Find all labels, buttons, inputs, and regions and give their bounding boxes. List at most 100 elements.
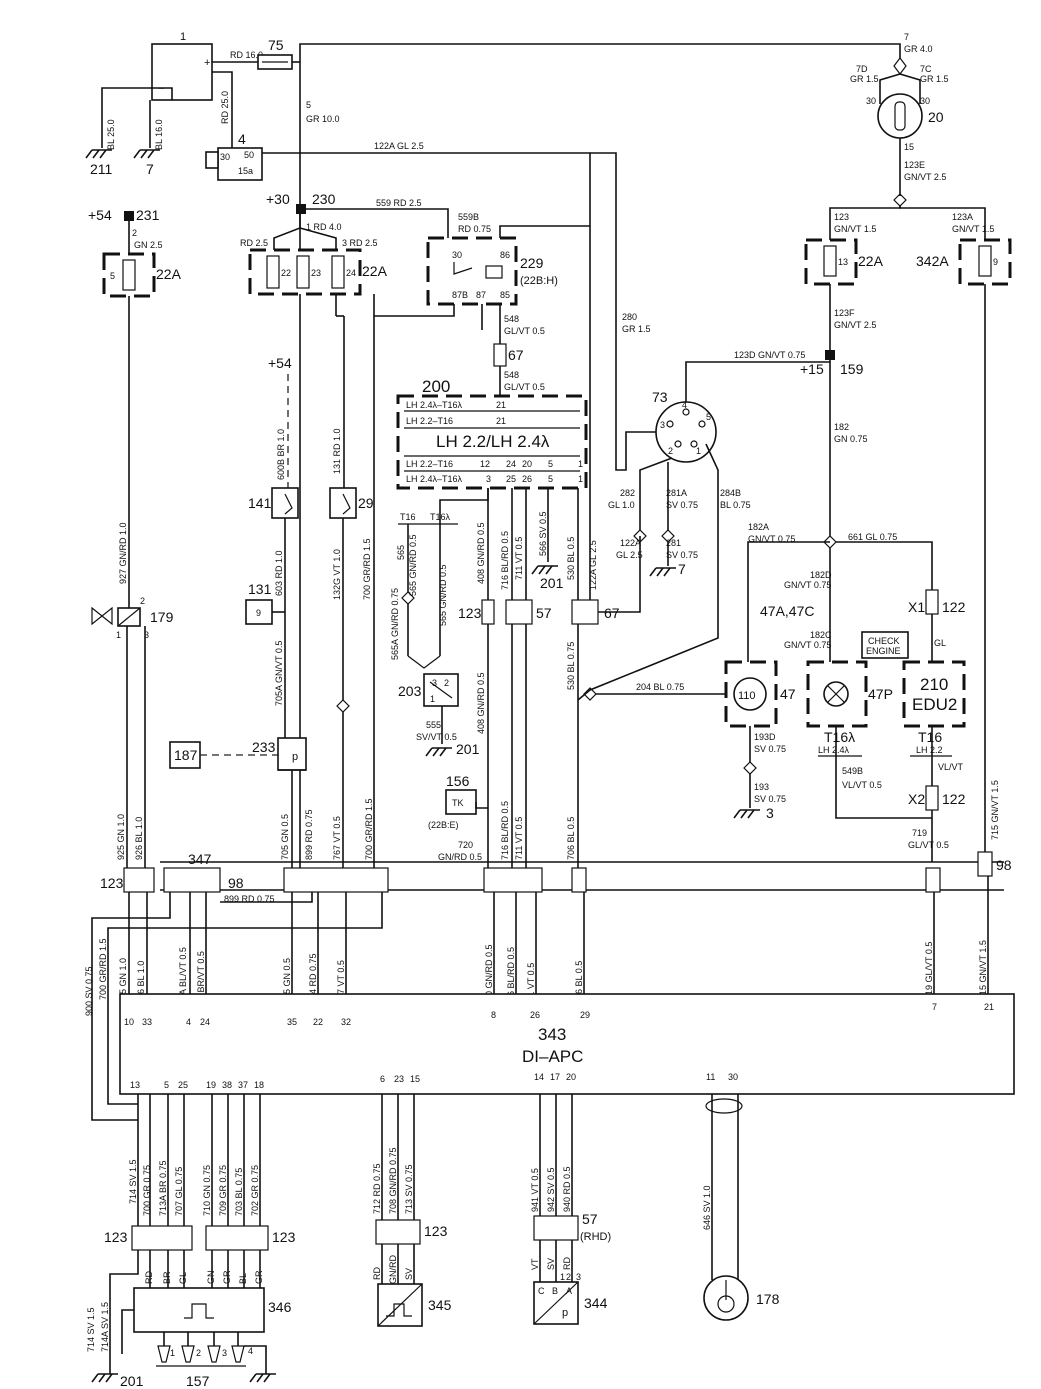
svg-text:210: 210	[920, 675, 948, 694]
fusebox-22a: 22 23 24 22A	[248, 248, 388, 296]
svg-text:899 RD 0.75: 899 RD 0.75	[304, 809, 314, 860]
svg-text:941 VT 0.5: 941 VT 0.5	[530, 1168, 540, 1212]
ground-201-d: 201	[91, 1354, 144, 1389]
svg-text:GN 2.5: GN 2.5	[134, 240, 163, 250]
svg-text:30: 30	[220, 152, 230, 162]
svg-text:4: 4	[186, 1017, 191, 1027]
svg-text:193D: 193D	[754, 732, 776, 742]
switch-29: 29	[329, 487, 374, 519]
sensor-233: p 233	[252, 737, 307, 771]
svg-text:705 GN 0.5: 705 GN 0.5	[282, 958, 292, 1004]
svg-text:22: 22	[281, 268, 291, 278]
svg-text:30: 30	[866, 96, 876, 106]
svg-text:33: 33	[142, 1017, 152, 1027]
svg-text:716 BL/RD 0.5: 716 BL/RD 0.5	[506, 947, 516, 1006]
node-231	[124, 211, 134, 221]
svg-text:GL 2.5: GL 2.5	[616, 550, 643, 560]
connector-47: 110 47	[724, 660, 796, 728]
svg-text:LH 2.2: LH 2.2	[916, 745, 943, 755]
svg-text:GN/VT 0.75: GN/VT 0.75	[784, 580, 831, 590]
svg-text:GL/VT 0.5: GL/VT 0.5	[504, 382, 545, 392]
svg-text:187: 187	[174, 747, 198, 763]
svg-text:24: 24	[506, 459, 516, 469]
spark-plugs-157: 1 2 3 4 157	[156, 1332, 276, 1389]
svg-text:47A,47C: 47A,47C	[760, 603, 814, 619]
svg-text:703 BL 0.75: 703 BL 0.75	[234, 1168, 244, 1216]
svg-text:21: 21	[496, 400, 506, 410]
svg-text:26: 26	[522, 474, 532, 484]
node-230	[296, 204, 306, 214]
svg-text:1: 1	[116, 630, 121, 640]
connector-67-b	[571, 599, 599, 625]
svg-text:896A BL/VT 0.5: 896A BL/VT 0.5	[178, 947, 188, 1010]
svg-text:719: 719	[912, 828, 927, 838]
svg-text:530 BL 0.75: 530 BL 0.75	[566, 642, 576, 690]
svg-text:157: 157	[186, 1373, 210, 1389]
svg-text:2: 2	[132, 228, 137, 238]
svg-text:2: 2	[566, 1272, 571, 1282]
svg-text:35: 35	[287, 1017, 297, 1027]
ignition-label: 20	[928, 109, 944, 125]
svg-text:1: 1	[430, 694, 435, 704]
svg-text:CHECK: CHECK	[868, 636, 900, 646]
svg-text:548: 548	[504, 314, 519, 324]
svg-text:30: 30	[728, 1072, 738, 1082]
svg-text:707 GL 0.75: 707 GL 0.75	[174, 1167, 184, 1216]
svg-text:1: 1	[578, 474, 583, 484]
svg-text:30: 30	[920, 96, 930, 106]
sensor-344: VT SV RD 1 2 3 C B A p 344	[530, 1240, 608, 1325]
svg-text:2: 2	[140, 596, 145, 606]
svg-text:131: 131	[248, 581, 272, 597]
connector-57-a	[505, 599, 533, 625]
svg-text:1 RD 4.0: 1 RD 4.0	[306, 222, 342, 232]
svg-text:767 VT 0.5: 767 VT 0.5	[336, 960, 346, 1004]
svg-text:714 SV 1.5: 714 SV 1.5	[128, 1159, 138, 1204]
svg-text:342A: 342A	[916, 253, 949, 269]
svg-text:211: 211	[90, 161, 113, 177]
ignition-switch-section: 7 GR 4.0 7D GR 1.5 7C GR 1.5 30 30 20 15…	[829, 32, 986, 240]
svg-text:SV 0.75: SV 0.75	[666, 500, 698, 510]
svg-text:3: 3	[766, 805, 774, 821]
svg-text:182A: 182A	[748, 522, 769, 532]
svg-text:20: 20	[522, 459, 532, 469]
svg-text:GN/VT 1.5: GN/VT 1.5	[952, 224, 994, 234]
svg-text:VL/VT 0.5: VL/VT 0.5	[842, 780, 882, 790]
connector-123-e	[375, 1219, 421, 1245]
svg-text:281: 281	[666, 538, 681, 548]
svg-text:900 SV 0.75: 900 SV 0.75	[84, 966, 94, 1016]
svg-text:767 VT 0.5: 767 VT 0.5	[332, 816, 342, 860]
fuse-22a-left: 5 22A	[102, 252, 182, 298]
svg-text:559B: 559B	[458, 212, 479, 222]
svg-text:98: 98	[996, 857, 1012, 873]
switch-141: 141	[248, 487, 299, 519]
svg-text:927 GN/RD 1.0: 927 GN/RD 1.0	[118, 522, 128, 584]
svg-text:TK: TK	[452, 798, 464, 808]
svg-text:203: 203	[398, 683, 422, 699]
module-346: RD BR GL GN GR BL GR 346	[133, 1250, 292, 1333]
connector-131: 9 131	[245, 581, 273, 625]
ground-7-b: 7	[649, 561, 686, 577]
svg-text:548: 548	[504, 370, 519, 380]
svg-text:5: 5	[548, 474, 553, 484]
svg-text:603 RD 1.0: 603 RD 1.0	[274, 550, 284, 596]
svg-text:SV 0.75: SV 0.75	[666, 550, 698, 560]
svg-text:704 RD 0.75: 704 RD 0.75	[308, 953, 318, 1004]
svg-text:182C: 182C	[810, 630, 832, 640]
connector-x1-122	[925, 589, 939, 615]
battery-label: 1	[180, 31, 186, 43]
svg-text:GL: GL	[178, 1272, 188, 1284]
svg-text:38: 38	[222, 1080, 232, 1090]
svg-text:10: 10	[124, 1017, 134, 1027]
svg-text:RD 25.0: RD 25.0	[220, 91, 230, 124]
warning-lamp-47p: 47P	[806, 660, 893, 728]
svg-text:898 BR/VT 0.5: 898 BR/VT 0.5	[196, 951, 206, 1010]
svg-text:17: 17	[550, 1072, 560, 1082]
svg-text:LH 2.2–T16: LH 2.2–T16	[406, 416, 453, 426]
svg-text:700 GR 0.75: 700 GR 0.75	[142, 1165, 152, 1216]
svg-text:926 BL 1.0: 926 BL 1.0	[134, 817, 144, 860]
svg-text:229: 229	[520, 255, 544, 271]
svg-text:193: 193	[754, 782, 769, 792]
svg-text:SV 0.75: SV 0.75	[754, 794, 786, 804]
relay-229: 30 86 87B 87 85 229 (22B:H)	[426, 236, 558, 306]
svg-text:706 BL 0.5: 706 BL 0.5	[574, 961, 584, 1004]
